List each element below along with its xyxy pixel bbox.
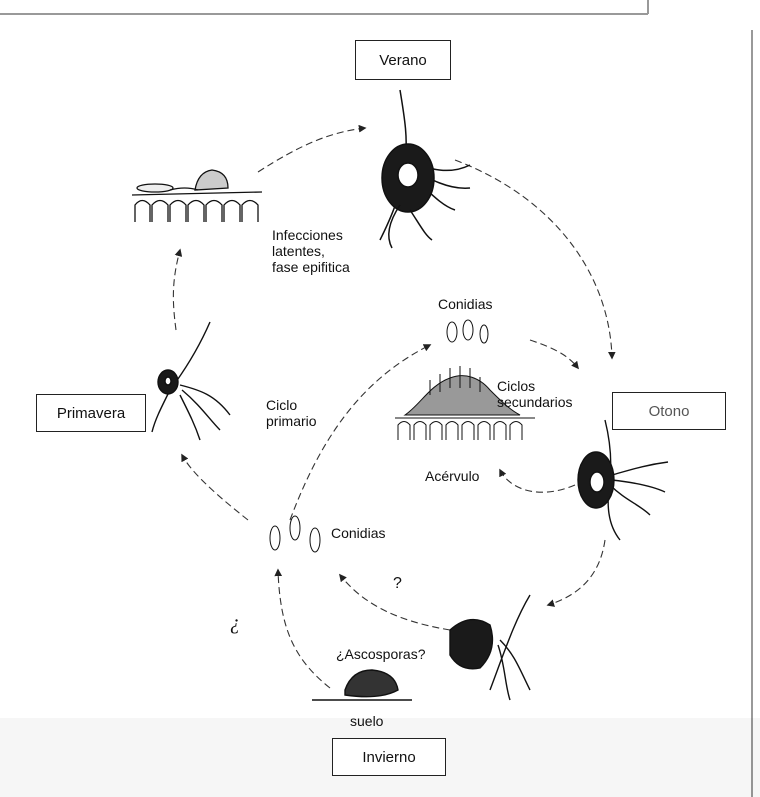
autumn-stem-illustration <box>577 419 669 541</box>
arrow-primary-cycle <box>289 344 432 521</box>
season-autumn-label: Otono <box>648 402 690 420</box>
spring-stem-illustration <box>151 321 231 441</box>
conidia-left-illustration <box>269 515 321 553</box>
season-autumn-box: Otono <box>612 392 726 430</box>
season-spring-label: Primavera <box>56 404 126 422</box>
arrow-winter-to-spring <box>181 453 249 521</box>
ascospores-label: ¿Ascosporas? <box>336 646 426 662</box>
season-spring-box: Primavera <box>36 394 146 432</box>
secondary-cycles-label: Ciclos secundarios <box>497 378 573 410</box>
arrow-autumn-to-winter <box>546 539 606 607</box>
acervulus-label: Acérvulo <box>425 468 480 484</box>
arrow-soil-to-conidia <box>274 568 331 689</box>
season-summer-label: Verano <box>379 51 427 69</box>
summer-stem-illustration <box>379 89 471 249</box>
winter-stem-illustration <box>312 594 531 701</box>
arrow-acervulus <box>499 468 576 493</box>
arrow-spring-to-summer <box>257 124 367 173</box>
arrow-summer-to-autumn <box>454 159 616 360</box>
primary-cycle-label: Ciclo primario <box>266 397 317 429</box>
conidia-left-label: Conidias <box>331 525 386 541</box>
season-summer-box: Verano <box>355 40 451 80</box>
inverted-question-label: ¿ <box>230 612 240 634</box>
epiphytic-leaf-illustration <box>131 169 263 222</box>
arrow-question <box>339 573 451 631</box>
arrow-spring-up <box>172 248 183 331</box>
season-winter-label: Invierno <box>362 748 416 766</box>
acervulus-illustration <box>395 319 535 440</box>
latent-infections-label: Infecciones latentes, fase epifitica <box>272 227 350 275</box>
conidia-top-label: Conidias <box>438 296 493 312</box>
question-mark-label: ? <box>393 575 402 592</box>
season-winter-box: Invierno <box>332 738 446 776</box>
cycle-arrows <box>172 124 616 689</box>
arrow-secondary-cycle <box>529 339 579 370</box>
soil-label: suelo <box>350 713 384 729</box>
